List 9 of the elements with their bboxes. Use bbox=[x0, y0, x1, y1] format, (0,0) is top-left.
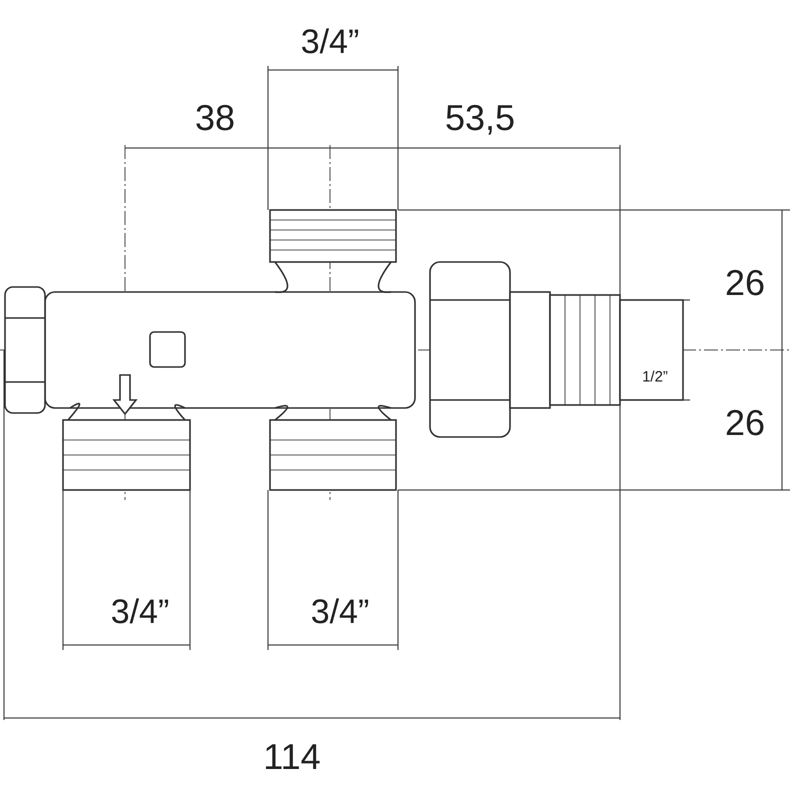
dimension-label: 3/4” bbox=[310, 595, 370, 629]
dimension-label: 53,5 bbox=[444, 100, 516, 136]
dimension-label: 38 bbox=[194, 100, 236, 136]
dimension-label: 26 bbox=[724, 265, 766, 301]
dimension-label: 26 bbox=[724, 405, 766, 441]
dimension-label: 1/2” bbox=[642, 370, 668, 384]
dimension-label: 3/4” bbox=[300, 25, 360, 59]
dimension-label: 3/4” bbox=[110, 595, 170, 629]
dimension-label: 114 bbox=[263, 739, 321, 775]
